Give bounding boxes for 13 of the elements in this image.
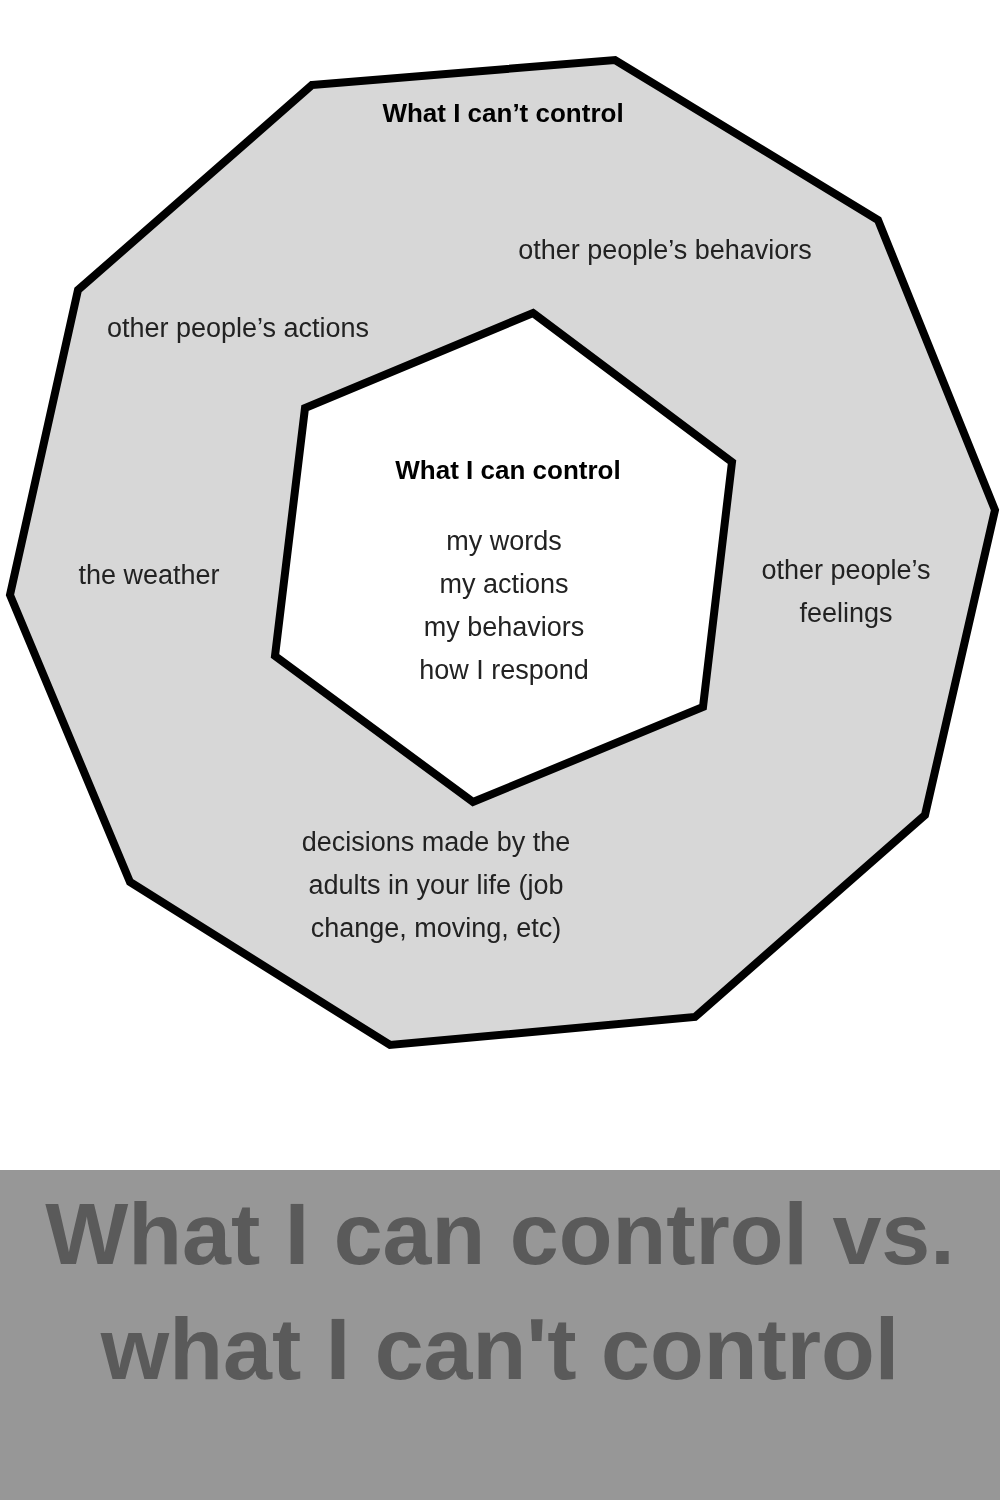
region-label: other people’s behaviors	[518, 234, 812, 267]
region-heading: What I can control	[395, 454, 621, 486]
region-heading: What I can’t control	[382, 97, 624, 129]
list-item: my words	[446, 525, 562, 558]
region-label: other people’s actions	[106, 312, 370, 345]
list-item: how I respond	[419, 654, 589, 687]
list-item: my behaviors	[423, 611, 585, 644]
region-label: decisions made by the adults in your life (job change, moving, etc)	[300, 826, 572, 945]
decagon-region	[4, 54, 1000, 1050]
title: What I can control vs. what I can't control	[44, 1183, 956, 1400]
list-item: my actions	[439, 568, 569, 601]
region-label: the weather	[78, 559, 220, 592]
region-label: other people’s feelings	[760, 554, 932, 630]
